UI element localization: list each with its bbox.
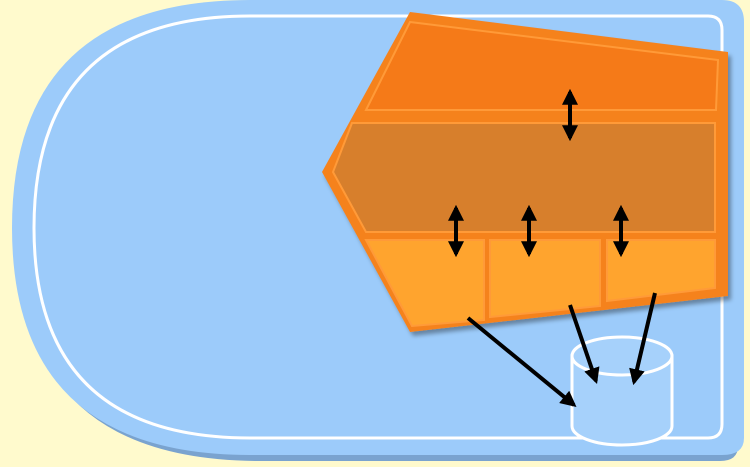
cylinder-top [570,335,674,377]
arrow-cell-3-to-cylinder [629,292,657,386]
top-layer [364,20,720,111]
bottom-cell-3 [606,239,716,303]
arrow-cell-1-to-cylinder [466,316,577,408]
arrow-cell-2-to-cylinder [568,304,600,385]
middle-layer [331,122,716,233]
bottom-cell-1 [364,239,485,328]
connections [448,88,657,408]
bottom-cell-2 [489,239,601,319]
